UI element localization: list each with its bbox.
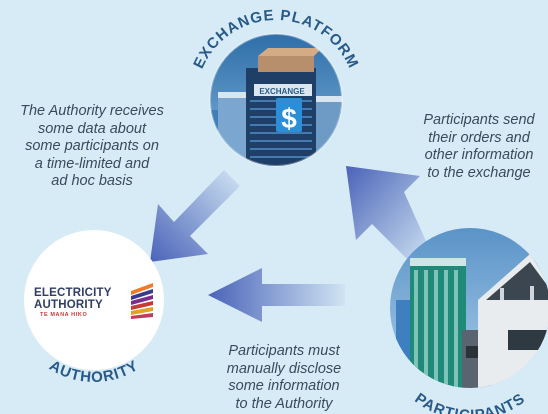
arrow-participants-to-authority — [208, 268, 345, 322]
logo-line-2: AUTHORITY — [34, 299, 103, 311]
note-participants-send: Participants send their orders and other… — [423, 112, 535, 181]
participants-label: PARTICIPANTS — [412, 390, 529, 414]
logo-line-3: TE MANA HIKO — [40, 312, 88, 318]
note-participants-disclose: Participants must manually disclose some… — [226, 343, 342, 412]
authority-logo: ELECTRICITY AUTHORITY TE MANA HIKO — [34, 287, 132, 319]
dollar-icon: $ — [281, 103, 297, 134]
arrow-participants-to-exchange — [346, 166, 430, 266]
arrow-exchange-to-authority — [150, 170, 240, 262]
participants-node — [390, 228, 548, 388]
authority-node — [24, 230, 164, 370]
logo-line-1: ELECTRICITY — [34, 287, 112, 299]
exchange-platform-node — [209, 33, 343, 167]
note-authority-receives: The Authority receives some data about s… — [20, 103, 164, 189]
exchange-sign-text: EXCHANGE — [259, 87, 305, 96]
authority-logo-stripes — [131, 283, 153, 319]
